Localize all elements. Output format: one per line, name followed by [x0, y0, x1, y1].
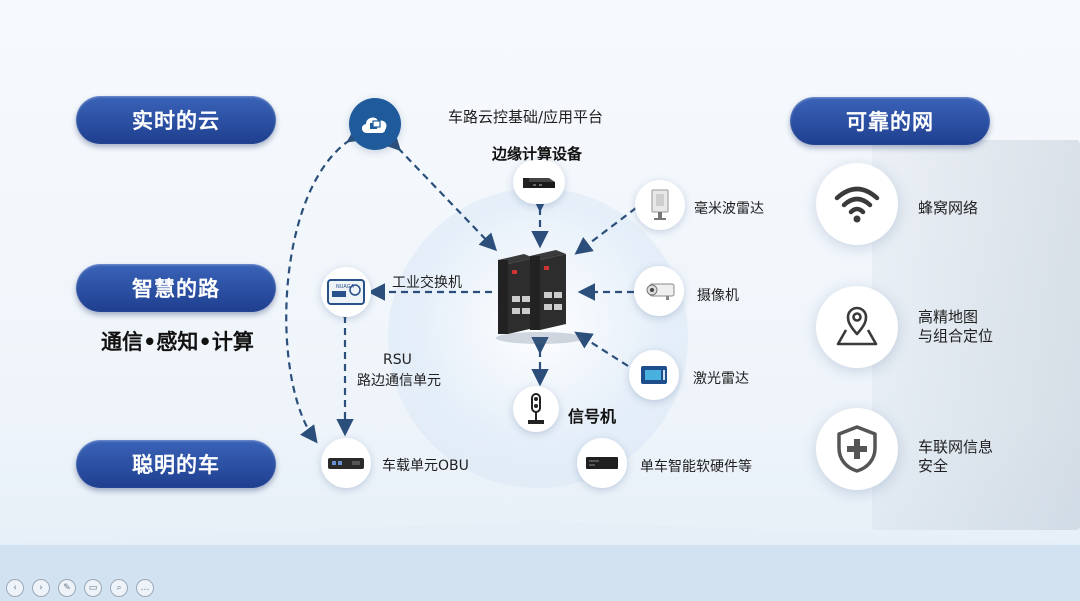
obu-device-icon [321, 438, 371, 488]
road-subtitle: 通信•感知•计算 [101, 330, 254, 354]
map-label-line1: 高精地图 [918, 308, 979, 326]
single-car-label: 单车智能软硬件等 [640, 459, 752, 475]
center-switch-device [490, 246, 586, 346]
platform-label: 车路云控基础/应用平台 [448, 108, 604, 126]
edge-device-icon [513, 160, 565, 204]
onboard-unit-icon [577, 438, 627, 488]
network-pill: 可靠的网 [790, 97, 990, 145]
signal-label: 信号机 [568, 407, 617, 426]
camera-icon [634, 266, 684, 316]
lidar-label: 激光雷达 [693, 371, 749, 387]
zoom-icon[interactable]: ⌕ [110, 579, 128, 597]
presentation-toolbar: ‹ › ✎ ▭ ⌕ … [6, 579, 154, 597]
bottom-floor-decoration [0, 521, 1080, 601]
lidar-icon [629, 350, 679, 400]
radar-icon [635, 180, 685, 230]
next-icon[interactable]: › [32, 579, 50, 597]
rsu-label: RSU [383, 352, 412, 368]
more-icon[interactable]: … [136, 579, 154, 597]
signal-machine-icon [513, 386, 559, 432]
car-pill: 聪明的车 [76, 440, 276, 488]
radar-label: 毫米波雷达 [694, 201, 764, 217]
rsu-device-brand: NUAGA [336, 284, 355, 290]
wifi-icon [816, 163, 898, 245]
map-label-line2: 与组合定位 [918, 327, 994, 345]
prev-icon[interactable]: ‹ [6, 579, 24, 597]
obu-label: 车载单元OBU [382, 458, 469, 474]
road-pill: 智慧的路 [76, 264, 276, 312]
security-label: 车联网信息 安全 [918, 438, 993, 476]
edge-label: 边缘计算设备 [492, 145, 583, 163]
security-label-line2: 安全 [918, 457, 949, 475]
cellular-label: 蜂窝网络 [918, 199, 979, 217]
cloud-pill: 实时的云 [76, 96, 276, 144]
industrial-switch-icon: NUAGA [321, 267, 371, 317]
map-label: 高精地图 与组合定位 [918, 308, 993, 346]
cloud-platform-icon [349, 98, 401, 150]
background-device-image [872, 140, 1080, 530]
camera-label: 摄像机 [697, 288, 739, 304]
screen-icon[interactable]: ▭ [84, 579, 102, 597]
map-location-icon [816, 286, 898, 368]
security-label-line1: 车联网信息 [918, 438, 994, 456]
security-shield-icon [816, 408, 898, 490]
rsu-sublabel: 路边通信单元 [357, 373, 441, 389]
pen-icon[interactable]: ✎ [58, 579, 76, 597]
switch-label: 工业交换机 [392, 275, 462, 291]
